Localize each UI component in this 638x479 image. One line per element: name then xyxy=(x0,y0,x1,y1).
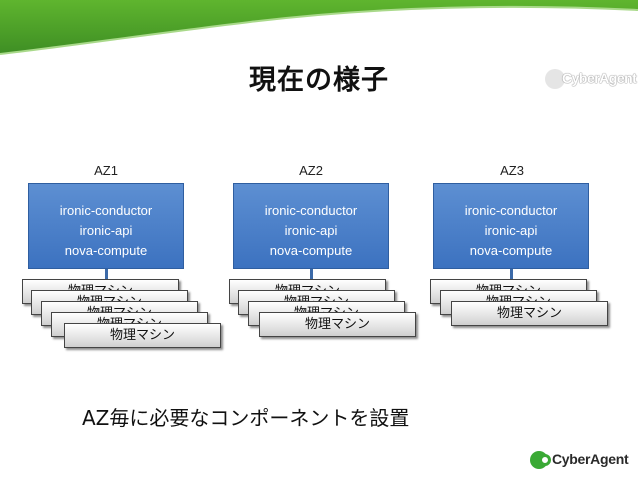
az3-component-compute: nova-compute xyxy=(469,243,553,258)
slide-title: 現在の様子 xyxy=(249,65,389,96)
az1-controller-box: ironic-conductor ironic-api nova-compute xyxy=(28,183,184,269)
logo-text: CyberAgent xyxy=(552,451,629,467)
az3-component-api: ironic-api xyxy=(484,223,538,238)
logo-mark-icon xyxy=(545,69,565,89)
az3-label: AZ3 xyxy=(500,163,524,178)
az1-label: AZ1 xyxy=(94,163,118,178)
az2-label: AZ2 xyxy=(299,163,323,178)
az1-component-api: ironic-api xyxy=(79,223,133,238)
az2-controller-box: ironic-conductor ironic-api nova-compute xyxy=(233,183,389,269)
az2-physical-machine-4: 物理マシン xyxy=(259,312,416,337)
az1-physical-machine-5: 物理マシン xyxy=(64,323,221,348)
az1-component-conductor: ironic-conductor xyxy=(59,203,153,218)
az2-connector xyxy=(310,269,313,279)
logo-ring-icon xyxy=(539,454,551,466)
slide-caption: AZ毎に必要なコンポーネントを設置 xyxy=(82,406,410,430)
cyberagent-logo-bottom: CyberAgent xyxy=(530,450,630,472)
az3-component-conductor: ironic-conductor xyxy=(464,203,558,218)
az2-component-conductor: ironic-conductor xyxy=(264,203,358,218)
header-banner xyxy=(0,0,638,55)
az1-connector xyxy=(105,269,108,279)
az3-physical-machine-3: 物理マシン xyxy=(451,301,608,326)
cyberagent-logo-top: CyberAgent xyxy=(545,68,637,90)
az1-component-compute: nova-compute xyxy=(64,243,148,258)
logo-text: CyberAgent xyxy=(562,70,637,86)
az2-component-compute: nova-compute xyxy=(269,243,353,258)
az2-component-api: ironic-api xyxy=(284,223,338,238)
az3-controller-box: ironic-conductor ironic-api nova-compute xyxy=(433,183,589,269)
az3-connector xyxy=(510,269,513,279)
